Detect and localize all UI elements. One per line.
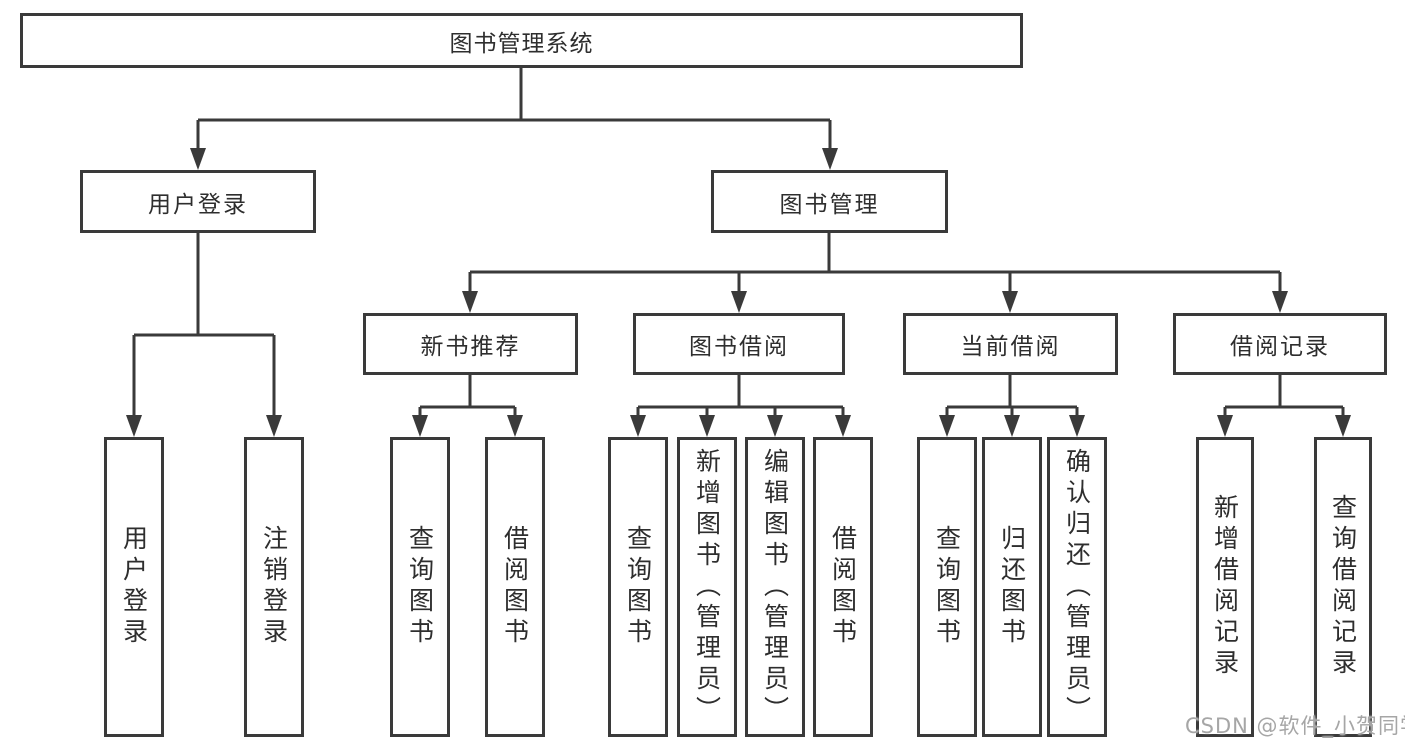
leaf-query-borrow-record: 查询借阅记录	[1314, 437, 1372, 737]
node-user-login: 用户登录	[80, 170, 316, 233]
leaf-logout-login: 注销登录	[244, 437, 304, 737]
node-book-borrowing: 图书借阅	[633, 313, 845, 375]
csdn-watermark: CSDN @软件_小贺同学	[1185, 714, 1405, 738]
leaf-user-login: 用户登录	[104, 437, 164, 737]
leaf-query-books-borrowing: 查询图书	[608, 437, 668, 737]
node-book-management: 图书管理	[711, 170, 948, 233]
leaf-query-books-recommend: 查询图书	[390, 437, 450, 737]
leaf-edit-books-admin: 编辑图书（管理员）	[745, 437, 805, 737]
leaf-borrow-books-recommend: 借阅图书	[485, 437, 545, 737]
leaf-query-books-current: 查询图书	[917, 437, 977, 737]
leaf-return-books: 归还图书	[982, 437, 1042, 737]
leaf-borrow-books-borrowing: 借阅图书	[813, 437, 873, 737]
node-root: 图书管理系统	[20, 13, 1023, 68]
leaf-add-books-admin: 新增图书（管理员）	[677, 437, 737, 737]
node-current-borrowing: 当前借阅	[903, 313, 1118, 375]
node-borrowing-records: 借阅记录	[1173, 313, 1387, 375]
leaf-confirm-return-admin: 确认归还（管理员）	[1047, 437, 1107, 737]
leaf-add-borrow-record: 新增借阅记录	[1196, 437, 1254, 737]
node-new-book-recommend: 新书推荐	[363, 313, 578, 375]
